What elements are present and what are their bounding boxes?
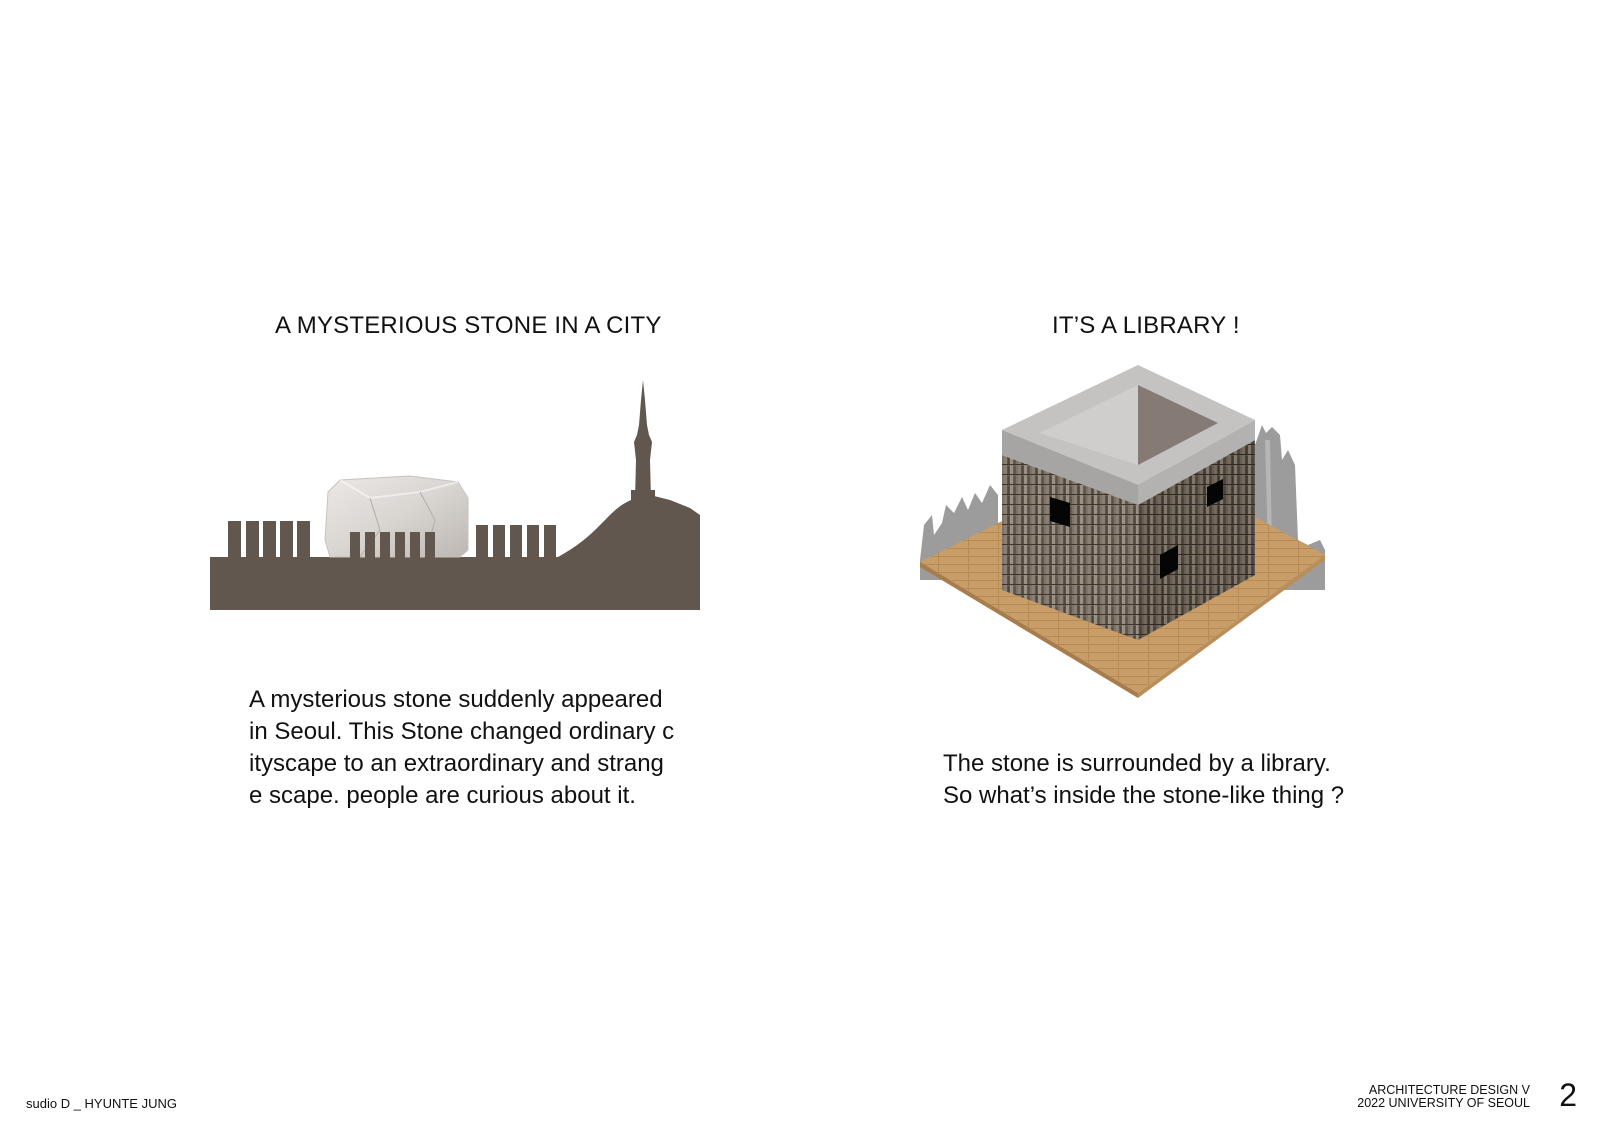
seoul-skyline-illustration: [210, 380, 700, 610]
left-text-line-1: A mysterious stone suddenly appeared: [249, 686, 663, 713]
left-panel-title: A MYSTERIOUS STONE IN A CITY: [275, 312, 662, 339]
left-text-line-3: ityscape to an extraordinary and strang: [249, 750, 664, 777]
library-block-illustration: [920, 365, 1325, 698]
footer-course-info: ARCHITECTURE DESIGN V 2022 UNIVERSITY OF…: [1357, 1084, 1530, 1110]
right-text-line-2: So what’s inside the stone-like thing ?: [943, 782, 1345, 809]
right-panel-title: IT’S A LIBRARY !: [1052, 312, 1240, 339]
left-text-line-4: e scape. people are curious about it.: [249, 782, 636, 809]
left-text-line-2: in Seoul. This Stone changed ordinary c: [249, 718, 675, 745]
page-number: 2: [1559, 1077, 1577, 1113]
left-panel-description: A mysterious stone suddenly appeared in …: [249, 684, 674, 812]
right-panel-description: The stone is surrounded by a library. So…: [943, 748, 1344, 812]
footer-credit: sudio D _ HYUNTE JUNG: [26, 1096, 177, 1111]
right-text-line-1: The stone is surrounded by a library.: [943, 750, 1331, 777]
footer-course: ARCHITECTURE DESIGN V: [1368, 1083, 1530, 1097]
footer-school: 2022 UNIVERSITY OF SEOUL: [1357, 1096, 1530, 1110]
